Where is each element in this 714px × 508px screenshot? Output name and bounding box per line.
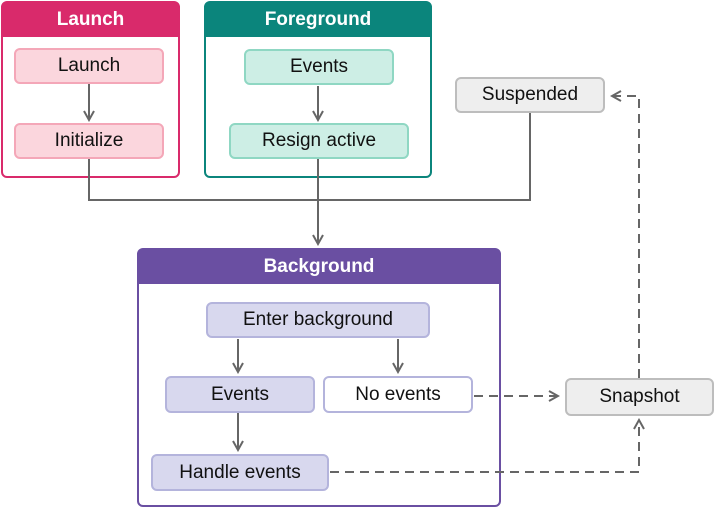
node-enter-background: Enter background [206, 302, 430, 338]
foreground-group-title: Foreground [206, 3, 430, 37]
background-group-title: Background [139, 250, 499, 284]
node-no-events: No events [323, 376, 473, 413]
node-suspended: Suspended [455, 77, 605, 113]
node-resign-active: Resign active [229, 123, 409, 159]
node-launch: Launch [14, 48, 164, 84]
node-initialize: Initialize [14, 123, 164, 159]
node-snapshot: Snapshot [565, 378, 714, 416]
launch-group-title: Launch [3, 3, 178, 37]
node-fg-events: Events [244, 49, 394, 85]
dashed-arrow-handle-to-snapshot [330, 420, 639, 473]
line-initialize-to-merge [88, 159, 318, 201]
node-handle-events: Handle events [151, 454, 329, 491]
node-bg-events: Events [165, 376, 315, 413]
line-suspended-to-merge [318, 113, 531, 201]
dashed-arrow-snapshot-to-suspended [612, 96, 640, 378]
